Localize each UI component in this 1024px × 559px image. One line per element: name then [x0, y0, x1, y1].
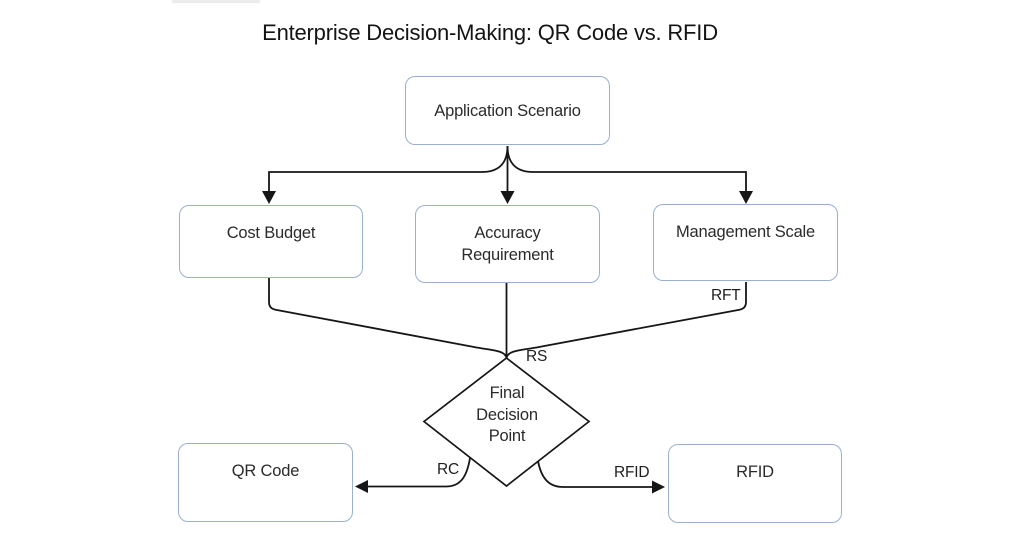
- node-application-scenario-label: Application Scenario: [434, 101, 581, 120]
- node-accuracy-requirement-label: Accuracy Requirement: [461, 224, 554, 264]
- arrowhead-to-cost: [262, 191, 276, 204]
- node-final-decision-point-label: Final Decision Point: [476, 384, 538, 445]
- decision-diamond-shape: [422, 356, 591, 488]
- edge-label-rc: RC: [437, 461, 459, 478]
- node-qr-code: QR Code: [178, 443, 353, 522]
- arrowhead-to-accuracy: [500, 191, 515, 204]
- node-cost-budget-label: Cost Budget: [226, 224, 316, 242]
- arrowhead-to-rfid: [652, 480, 665, 494]
- arrowhead-to-qrcode: [355, 480, 368, 493]
- edge-app-to-cost: [268, 145, 509, 191]
- node-rfid-label: RFID: [736, 463, 774, 481]
- edge-management-to-decision: [505, 282, 747, 359]
- node-management-scale: Management Scale: [653, 204, 838, 281]
- edge-label-rs: RS: [526, 348, 548, 365]
- node-qr-code-label: QR Code: [231, 462, 300, 480]
- edge-label-rfid: RFID: [614, 464, 650, 481]
- node-management-scale-label: Management Scale: [676, 223, 815, 241]
- edge-decision-to-qrcode: [360, 457, 471, 488]
- node-accuracy-requirement: Accuracy Requirement: [415, 205, 600, 283]
- node-rfid: RFID: [668, 444, 842, 523]
- edge-label-rft: RFT: [711, 287, 741, 304]
- arrowhead-to-management: [739, 191, 753, 204]
- diagram-title: Enterprise Decision-Making: QR Code vs. …: [262, 20, 718, 45]
- node-cost-budget: Cost Budget: [179, 205, 363, 278]
- cropped-element-artifact: [172, 0, 260, 3]
- edge-decision-to-rfid: [537, 460, 659, 488]
- edge-cost-to-decision: [268, 278, 508, 359]
- edge-app-to-management: [506, 145, 747, 191]
- node-application-scenario: Application Scenario: [405, 76, 610, 145]
